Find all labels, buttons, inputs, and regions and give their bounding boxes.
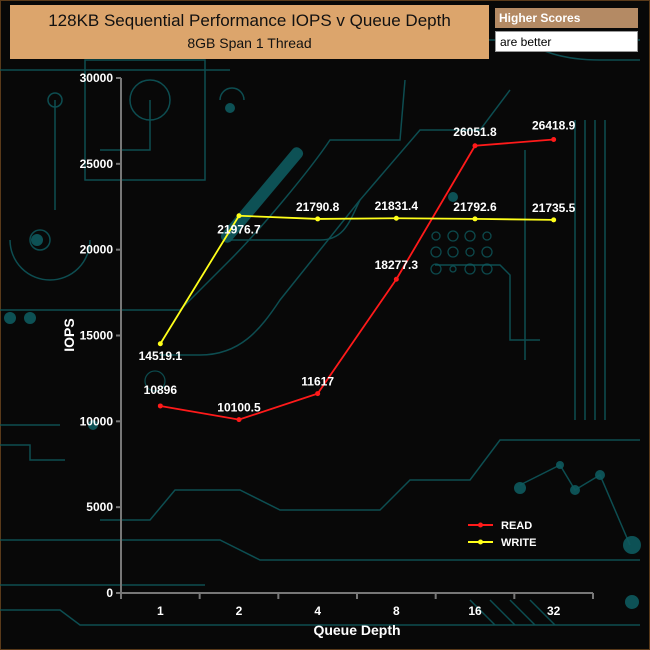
are-better-label: are better (495, 31, 638, 52)
x-tick-label: 8 (393, 604, 400, 618)
series-line-write (159, 214, 554, 345)
y-tick-label: 25000 (80, 157, 114, 171)
data-label-write: 21976.7 (217, 223, 261, 237)
data-point-read (315, 391, 321, 397)
data-point-write (472, 216, 478, 222)
data-label-read: 10896 (144, 383, 178, 397)
x-tick-label: 32 (547, 604, 561, 618)
data-label-read: 26418.9 (532, 118, 576, 132)
y-tick-label: 20000 (80, 243, 114, 257)
data-label-write: 21831.4 (375, 199, 419, 213)
data-point-read (551, 136, 557, 142)
y-tick-label: 15000 (80, 329, 114, 343)
data-label-write: 21735.5 (532, 201, 576, 215)
data-label-read: 11617 (301, 375, 334, 389)
chart-title: 128KB Sequential Performance IOPS v Queu… (48, 11, 451, 30)
legend-label-read: READ (501, 520, 532, 532)
legend-marker-read (478, 522, 483, 528)
data-point-write (393, 215, 399, 221)
x-axis-title: Queue Depth (313, 622, 400, 638)
data-label-read: 18277.3 (375, 258, 419, 272)
data-point-write (551, 217, 557, 223)
x-tick-label: 2 (236, 604, 243, 618)
y-tick-label: 30000 (80, 71, 114, 85)
chart-title-box: 128KB Sequential Performance IOPS v Queu… (10, 5, 489, 59)
data-label-read: 10100.5 (217, 401, 261, 415)
series-line-read (160, 138, 554, 421)
data-point-read (393, 276, 399, 282)
y-axis-title: IOPS (61, 318, 77, 351)
data-label-write: 21790.8 (296, 200, 340, 214)
data-point-read (157, 403, 163, 409)
data-point-write (315, 216, 321, 222)
y-tick-label: 5000 (86, 500, 113, 514)
x-tick-label: 16 (468, 604, 482, 618)
data-label-write: 14519.1 (139, 349, 183, 363)
x-tick-label: 4 (314, 604, 321, 618)
legend-marker-write (478, 539, 483, 545)
data-label-write: 21792.6 (453, 200, 497, 214)
data-label-read: 26051.8 (453, 125, 497, 139)
data-point-write (236, 213, 242, 219)
data-point-read (236, 417, 242, 423)
legend-label-write: WRITE (501, 537, 536, 549)
x-tick-label: 1 (157, 604, 164, 618)
chart-subtitle: 8GB Span 1 Thread (187, 35, 312, 51)
y-tick-label: 0 (106, 586, 113, 600)
data-point-read (472, 143, 478, 149)
higher-scores-label: Higher Scores (495, 8, 638, 28)
data-point-write (157, 341, 163, 347)
y-tick-label: 10000 (80, 414, 114, 428)
